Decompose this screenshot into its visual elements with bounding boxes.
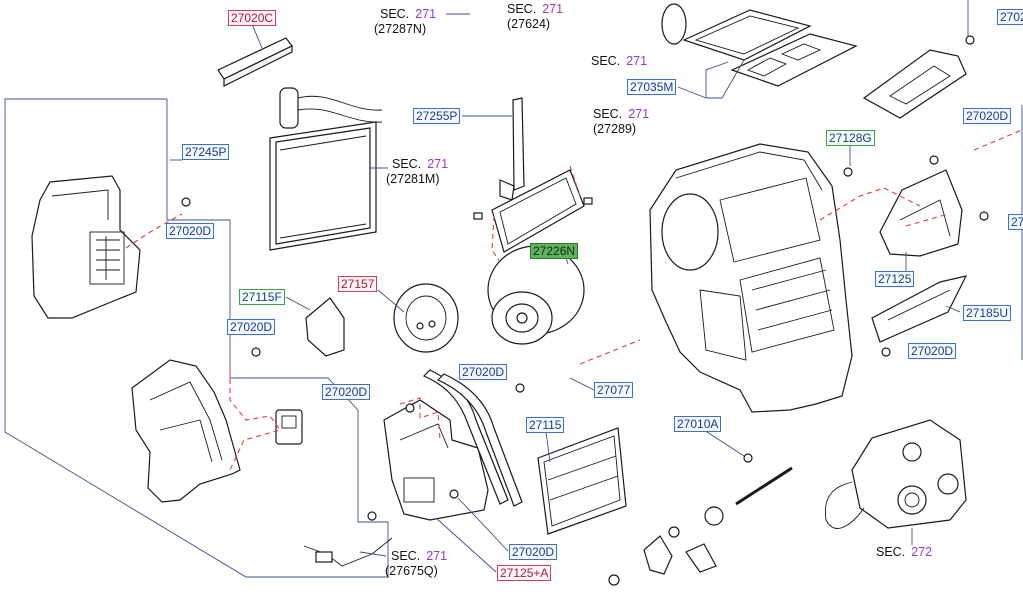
filter-frame-lower (730, 33, 858, 87)
hvac-case-part (649, 143, 853, 413)
control-panel-part (824, 419, 967, 529)
oval-seal-part (661, 3, 687, 45)
leader-27020D-bottom (457, 497, 509, 552)
evaporator-part (269, 87, 383, 251)
dash-left-duct (125, 213, 183, 249)
callout-27128G[interactable]: 27128G (826, 130, 875, 146)
blower-motor-part (487, 245, 585, 345)
leader-27115F (285, 296, 311, 311)
section-ref-part: (27289) (593, 122, 637, 136)
leader-27035M-b (706, 59, 745, 99)
callout-27-right[interactable]: 27 (1008, 214, 1023, 230)
dash-case-right (819, 187, 921, 221)
callout-27226N[interactable]: 27226N (530, 243, 579, 259)
section-ref-label: SEC. (876, 545, 906, 559)
callout-27020D-top-right[interactable]: 27020D (963, 108, 1012, 124)
leader-27226N (565, 257, 569, 265)
heater-core-part (537, 427, 627, 535)
section-ref-part: (27281M) (386, 172, 440, 186)
callout-27255P[interactable]: 27255P (413, 108, 461, 124)
dash-case-left (399, 397, 441, 441)
callout-27020D-blower[interactable]: 27020D (459, 364, 508, 380)
panel-part-27185U (871, 275, 968, 343)
screw-fasteners (181, 35, 989, 521)
section-ref-27675Q[interactable]: SEC. 271 (27675Q) (385, 549, 448, 579)
leader-27157 (377, 289, 405, 313)
callout-27010A[interactable]: 27010A (674, 416, 722, 432)
actuator-small-part (275, 409, 303, 445)
section-ref-label: SEC. (507, 2, 537, 16)
callout-27020C[interactable]: 27020C (228, 10, 277, 26)
callout-27115[interactable]: 27115 (526, 417, 565, 433)
section-ref-27624[interactable]: SEC. 271 (27624) (507, 2, 563, 32)
leader-27010A (703, 429, 745, 457)
callout-27020D-center[interactable]: 27020D (322, 384, 371, 400)
vent-grille-part (862, 49, 967, 119)
callout-27157[interactable]: 27157 (338, 276, 378, 292)
side-duct-part (131, 359, 241, 503)
callout-27077[interactable]: 27077 (594, 382, 634, 398)
callout-27185U[interactable]: 27185U (963, 305, 1012, 321)
section-ref-27289[interactable]: SEC. 271 (27289) (593, 107, 649, 137)
callout-27125[interactable]: 27125 (875, 271, 915, 287)
pipe-part (422, 369, 523, 507)
lower-case-part (383, 399, 489, 521)
dash-right-mid (905, 213, 949, 227)
section-ref-272[interactable]: SEC. 272 (876, 545, 932, 560)
section-ref-part: (27287N) (374, 22, 427, 36)
section-ref-271[interactable]: SEC. 271 (591, 54, 647, 69)
section-ref-27287N[interactable]: SEC. 271 (27287N) (374, 7, 437, 37)
leader-27035M-c (705, 61, 729, 98)
filter-bracket-part (499, 97, 525, 201)
section-ref-label: SEC. (593, 107, 623, 121)
harness-part (303, 537, 393, 567)
callout-27035M[interactable]: 27035M (627, 79, 677, 95)
callout-27020D-mid[interactable]: 27020D (227, 319, 276, 335)
section-ref-label: SEC. (391, 549, 421, 563)
section-ref-27281M[interactable]: SEC. 271 (27281M) (386, 157, 449, 187)
callout-27115F[interactable]: 27115F (239, 289, 285, 305)
rod-part (735, 466, 793, 506)
callout-27125-plus-A[interactable]: 27125+A (497, 565, 552, 581)
section-ref-number: 271 (427, 157, 449, 171)
dash-right-top (973, 129, 1023, 151)
linkage-parts (608, 506, 724, 586)
mode-actuator-part-27125 (879, 169, 963, 257)
callout-2702-top[interactable]: 2702 (997, 9, 1023, 25)
section-ref-number: 271 (542, 2, 564, 16)
leader-27185U (945, 305, 961, 313)
air-filter-part (473, 169, 593, 253)
callout-27245P[interactable]: 27245P (182, 144, 230, 160)
callout-27020D-bottom[interactable]: 27020D (509, 544, 558, 560)
foot-duct-part (31, 175, 141, 319)
leader-27125A (435, 517, 497, 573)
filter-frame-upper (682, 9, 812, 61)
callout-27020D-left[interactable]: 27020D (166, 223, 215, 239)
callout-27020D-right[interactable]: 27020D (908, 343, 957, 359)
dash-blower-case (579, 339, 641, 365)
section-ref-label: SEC. (392, 157, 422, 171)
section-ref-number: 271 (626, 54, 648, 68)
group-boundary-left (4, 98, 389, 578)
leader-27077 (569, 377, 595, 391)
fan-part-27157 (393, 283, 459, 353)
section-ref-part: (27675Q) (385, 564, 438, 578)
duct-bracket-part (217, 37, 293, 87)
leader-27035M (677, 86, 707, 99)
section-ref-label: SEC. (380, 7, 410, 21)
air-door-part-27115F (305, 297, 345, 357)
dash-filter (491, 215, 501, 263)
section-ref-number: 271 (426, 549, 448, 563)
section-ref-number: 272 (911, 545, 933, 559)
leader-27020C (251, 23, 263, 49)
leader-27675Q (359, 551, 387, 557)
dash-left-lower (229, 370, 281, 471)
section-ref-label: SEC. (591, 54, 621, 68)
section-ref-part: (27624) (507, 17, 551, 31)
section-ref-number: 271 (415, 7, 437, 21)
leader-27115 (545, 431, 551, 463)
section-ref-number: 271 (628, 107, 650, 121)
